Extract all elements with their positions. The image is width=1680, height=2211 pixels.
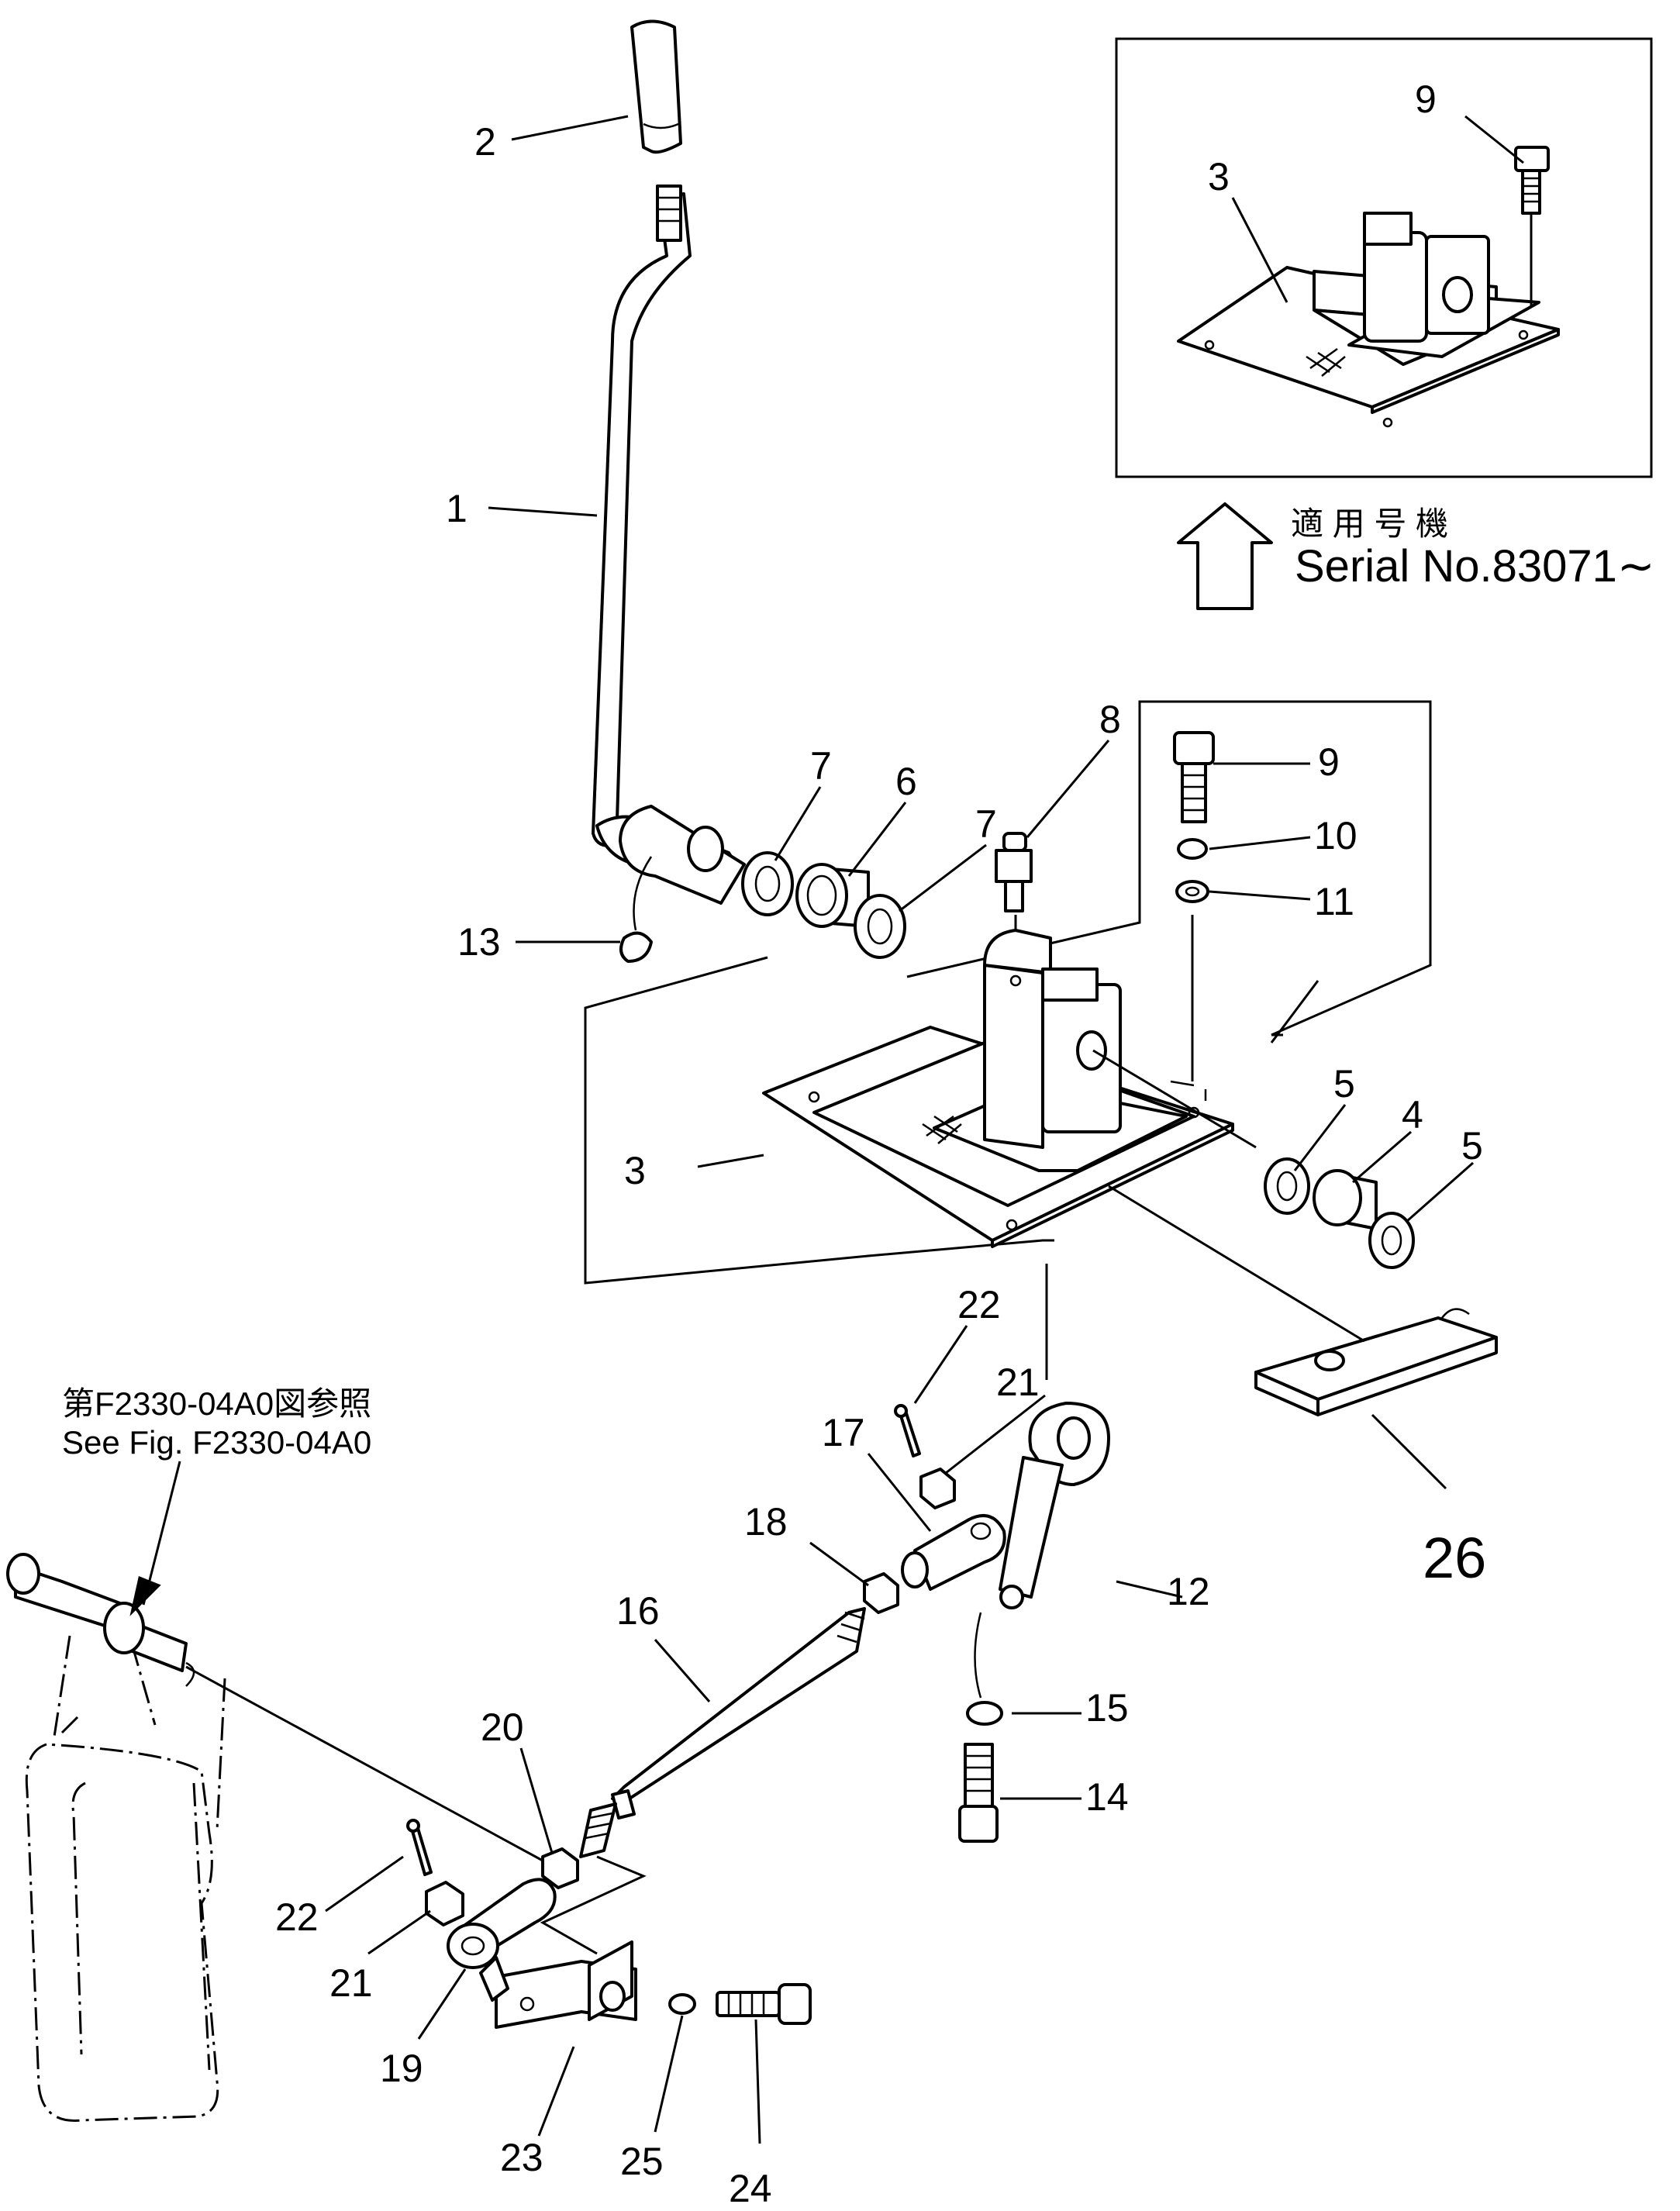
bushing-4 bbox=[1313, 1169, 1378, 1230]
callout-22b: 22 bbox=[275, 1895, 319, 1939]
grease-fitting-8 bbox=[995, 832, 1033, 977]
callouts: 2 1 13 7 6 7 8 9 10 11 3 5 4 5 26 22 21 … bbox=[275, 78, 1486, 2210]
callout-26: 26 bbox=[1423, 1526, 1486, 1590]
pin-22b bbox=[406, 1819, 433, 1876]
inset-bolt-9 bbox=[1514, 146, 1550, 306]
rod-end-17 bbox=[901, 1514, 1006, 1591]
bolt-14 bbox=[958, 1743, 999, 1843]
lever-23 bbox=[479, 1940, 637, 2029]
inset-frame bbox=[1115, 37, 1653, 478]
callout-9b: 9 bbox=[1415, 78, 1437, 121]
callout-4: 4 bbox=[1402, 1093, 1423, 1137]
rod-end-19 bbox=[447, 1878, 557, 1969]
washer-15 bbox=[966, 1612, 1003, 1726]
callout-11: 11 bbox=[1314, 880, 1354, 923]
callout-5b: 5 bbox=[1461, 1124, 1483, 1168]
callout-3b: 3 bbox=[1208, 155, 1230, 198]
callout-7b: 7 bbox=[975, 802, 997, 846]
base-plate-3 bbox=[762, 929, 1234, 1248]
callout-21a: 21 bbox=[996, 1361, 1040, 1404]
key-13 bbox=[619, 856, 653, 963]
callout-8: 8 bbox=[1099, 698, 1121, 741]
callout-9a: 9 bbox=[1318, 740, 1340, 784]
callout-6: 6 bbox=[895, 760, 917, 803]
lever-12 bbox=[999, 1264, 1110, 1609]
callout-10: 10 bbox=[1314, 814, 1357, 857]
callout-24: 24 bbox=[729, 2167, 772, 2210]
washer-11 bbox=[1175, 880, 1209, 1081]
callout-25: 25 bbox=[620, 2140, 664, 2183]
bolt-24 bbox=[716, 1983, 812, 2025]
reference-note-jp: 第F2330-04A0図参照 bbox=[62, 1385, 371, 1422]
inset-serial-number: Serial No.83071∼ bbox=[1295, 541, 1655, 592]
reference-assembly bbox=[6, 1553, 226, 2122]
leader-lines bbox=[325, 115, 1474, 2144]
callout-23: 23 bbox=[500, 2136, 543, 2179]
inset-base-plate bbox=[1177, 212, 1560, 428]
bushing-7b bbox=[854, 894, 906, 959]
reference-arrow bbox=[129, 1461, 181, 1616]
callout-19: 19 bbox=[380, 2047, 423, 2090]
knob-2 bbox=[630, 19, 682, 154]
lever-1 bbox=[592, 185, 746, 905]
callout-2: 2 bbox=[474, 120, 496, 164]
callout-18: 18 bbox=[744, 1500, 788, 1544]
nut-21b bbox=[425, 1881, 464, 1926]
callout-1: 1 bbox=[446, 487, 467, 530]
washer-25 bbox=[668, 1993, 696, 2015]
callout-17: 17 bbox=[822, 1411, 865, 1454]
callout-22a: 22 bbox=[957, 1283, 1001, 1326]
rod-16 bbox=[579, 1607, 866, 1858]
callout-3a: 3 bbox=[624, 1149, 646, 1192]
nut-18 bbox=[863, 1572, 899, 1614]
bracket-26 bbox=[1254, 1308, 1498, 1416]
reference-note-en: See Fig. F2330-04A0 bbox=[62, 1424, 371, 1461]
nut-21a bbox=[919, 1468, 956, 1509]
arrow-up-to-inset bbox=[1177, 502, 1273, 610]
callout-15: 15 bbox=[1085, 1686, 1129, 1730]
washer-10 bbox=[1177, 838, 1208, 860]
callout-21b: 21 bbox=[329, 1961, 373, 2005]
bushing-7a bbox=[741, 851, 794, 916]
callout-14: 14 bbox=[1085, 1775, 1129, 1819]
nut-20 bbox=[541, 1847, 579, 1889]
callout-7a: 7 bbox=[810, 744, 832, 788]
bushing-5b bbox=[1368, 1212, 1415, 1269]
bolt-9 bbox=[1173, 731, 1215, 823]
callout-16: 16 bbox=[616, 1589, 660, 1633]
callout-20: 20 bbox=[481, 1706, 524, 1749]
callout-12: 12 bbox=[1167, 1570, 1210, 1613]
callout-13: 13 bbox=[457, 920, 501, 964]
callout-5a: 5 bbox=[1333, 1062, 1355, 1106]
bushing-5a bbox=[1264, 1157, 1310, 1215]
pin-22a bbox=[894, 1404, 921, 1457]
inset-applicability-jp: 適 用 号 機 bbox=[1291, 505, 1448, 542]
